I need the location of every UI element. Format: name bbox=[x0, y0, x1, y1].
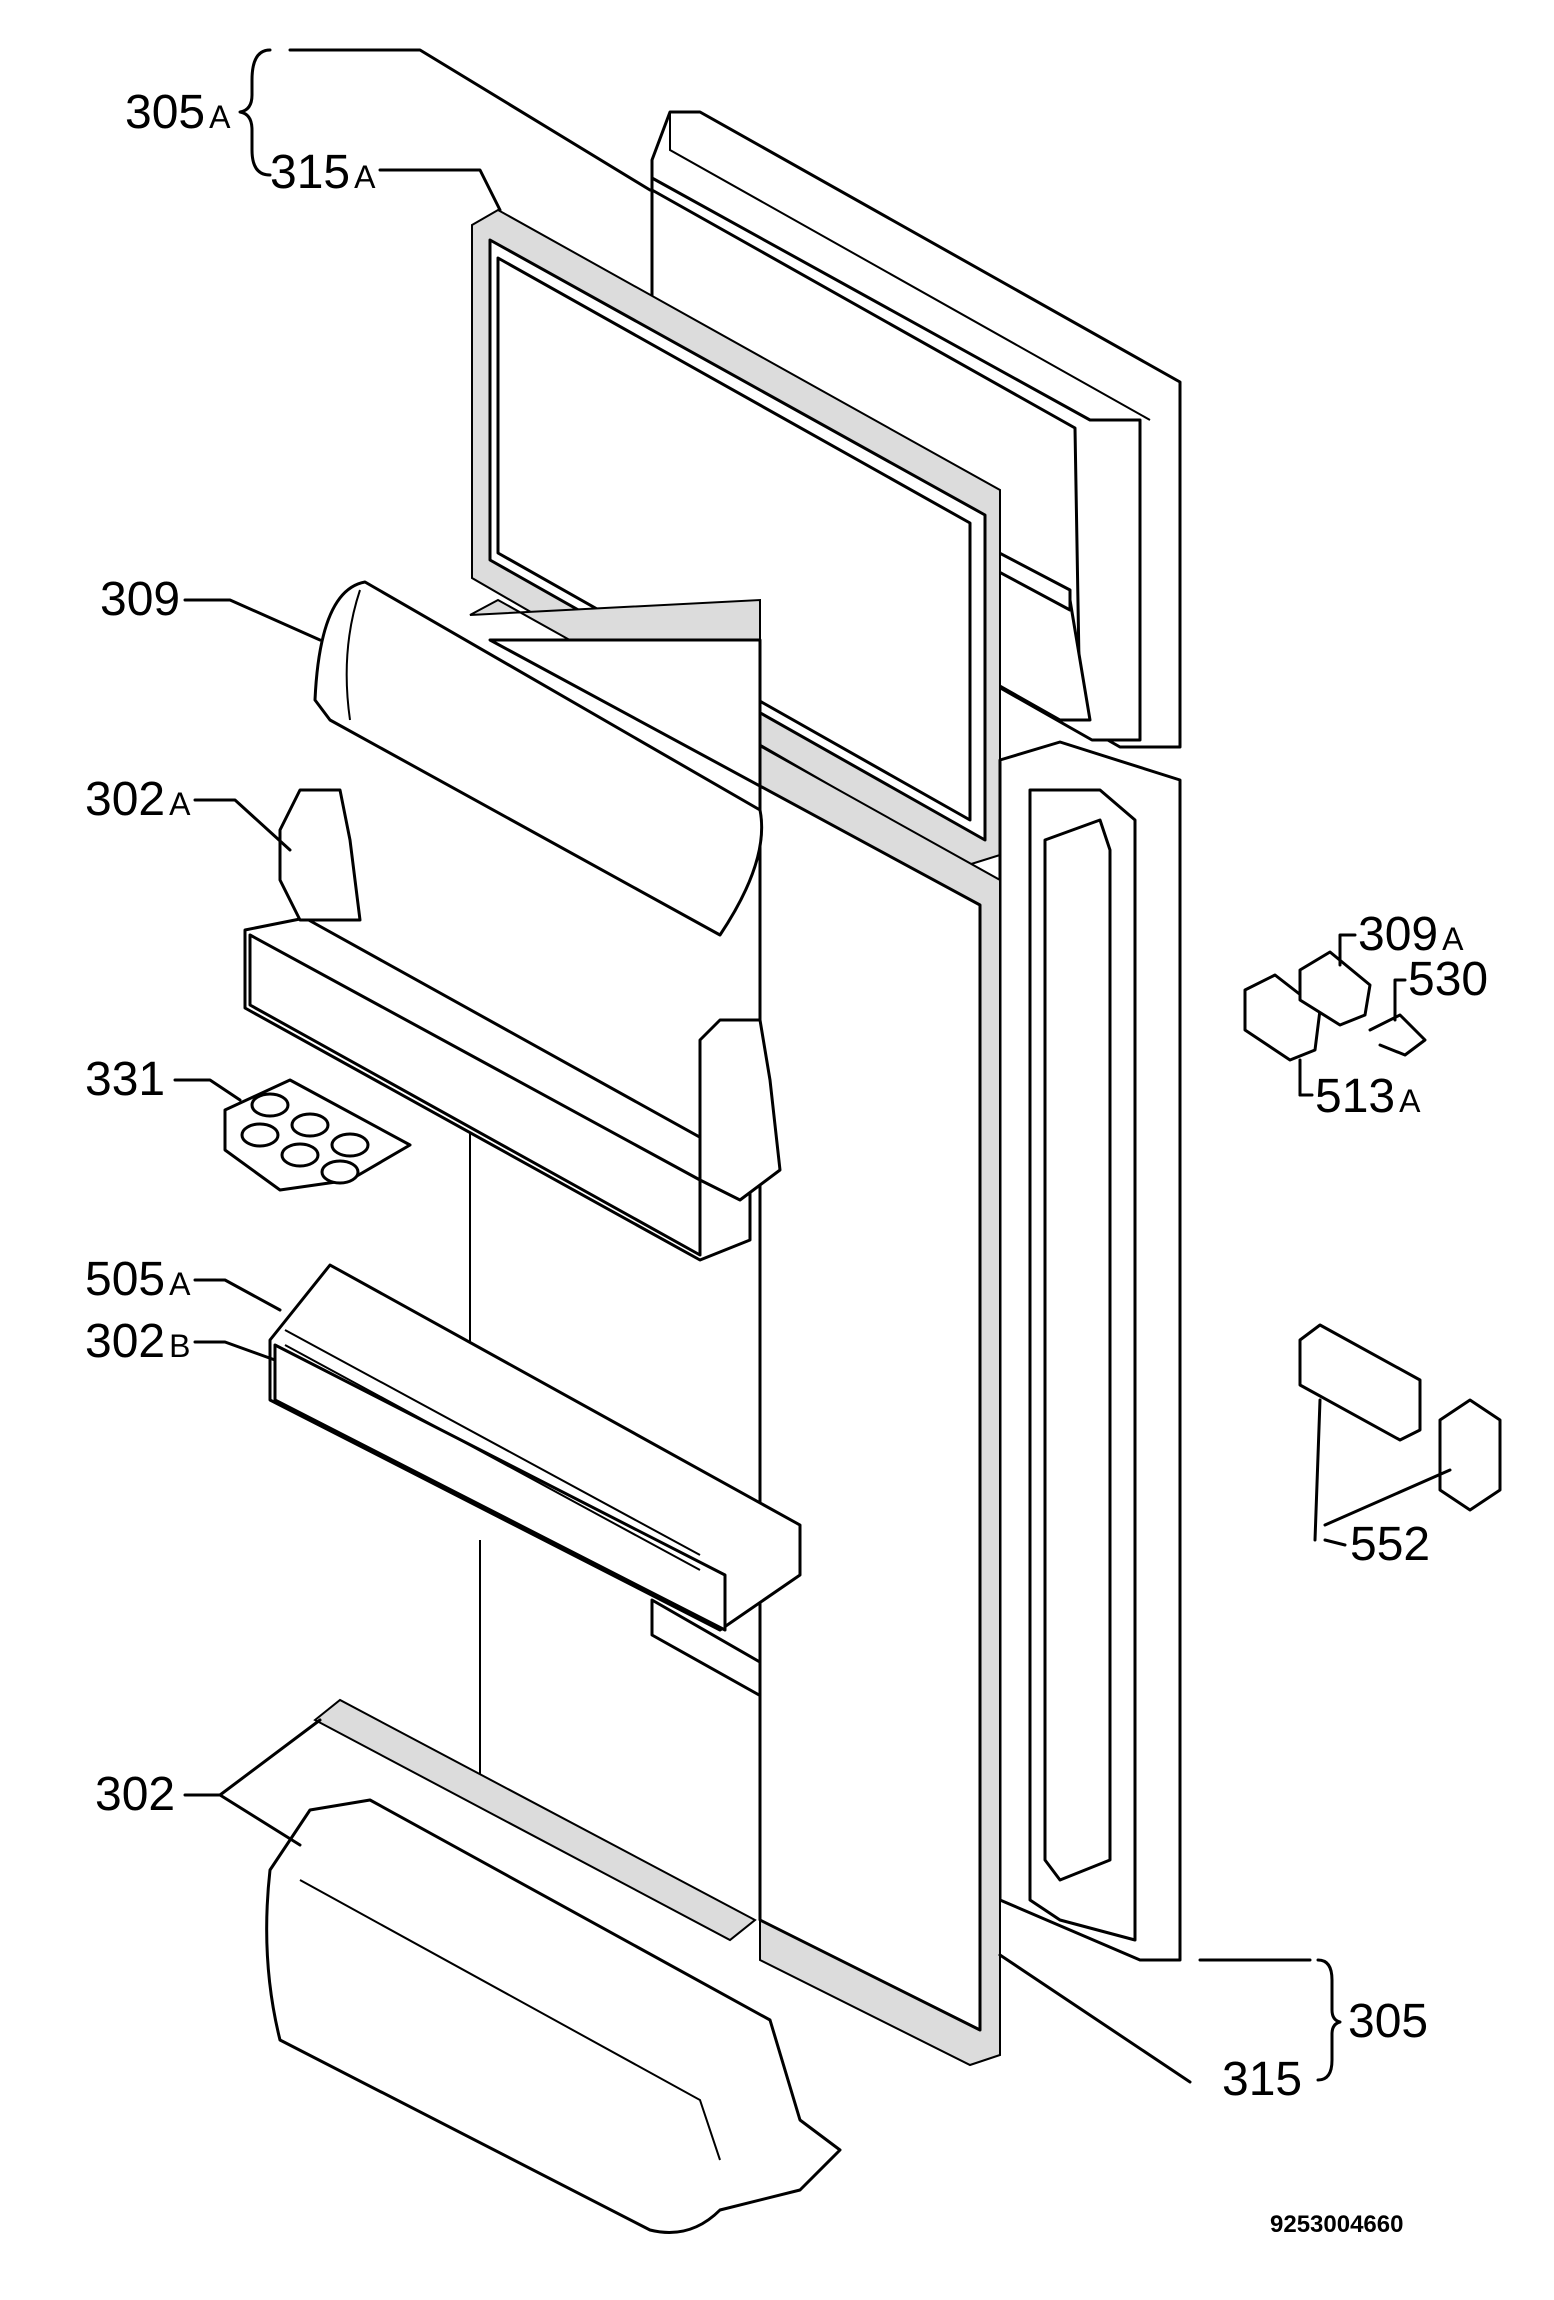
label-302: 302 bbox=[95, 1768, 175, 1821]
document-code: 9253004660 bbox=[1270, 2211, 1403, 2238]
part-302B-shelf bbox=[268, 1263, 802, 1632]
part-302-bottom-shelf bbox=[265, 1798, 842, 2234]
label-315: 315 bbox=[1222, 2053, 1302, 2106]
part-302-rack bbox=[313, 1698, 757, 1942]
hinge-small-parts bbox=[1243, 950, 1427, 1062]
label-331: 331 bbox=[85, 1053, 165, 1106]
label-530: 530 bbox=[1408, 953, 1488, 1006]
label-552: 552 bbox=[1350, 1518, 1430, 1571]
lower-door-panel bbox=[650, 740, 1182, 1962]
label-309: 309 bbox=[100, 573, 180, 626]
part-331-egg-tray bbox=[223, 1078, 412, 1192]
part-302A-shelf bbox=[243, 788, 782, 1262]
label-305: 305 bbox=[1348, 1995, 1428, 2048]
part-309-cover bbox=[313, 580, 764, 937]
part-552-brackets bbox=[1298, 1323, 1502, 1512]
leader-lines bbox=[173, 48, 1452, 2084]
